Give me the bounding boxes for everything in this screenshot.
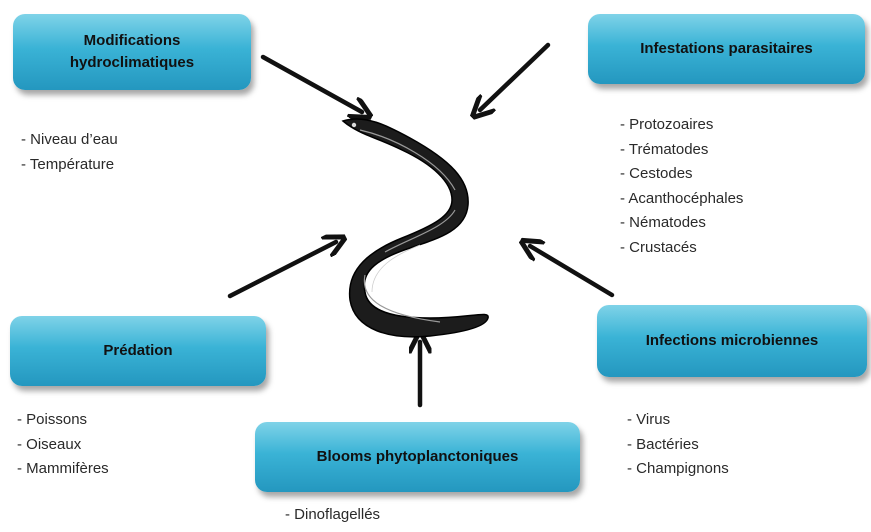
arrow-from-predation [230, 242, 336, 296]
eel-eye [352, 123, 356, 127]
arrow-from-hydro [263, 57, 362, 112]
eel-illustration [343, 119, 488, 337]
arrow-from-microbes [530, 246, 612, 295]
arrows [230, 45, 612, 405]
eel-body [343, 119, 488, 337]
arrow-from-parasites [480, 45, 548, 110]
